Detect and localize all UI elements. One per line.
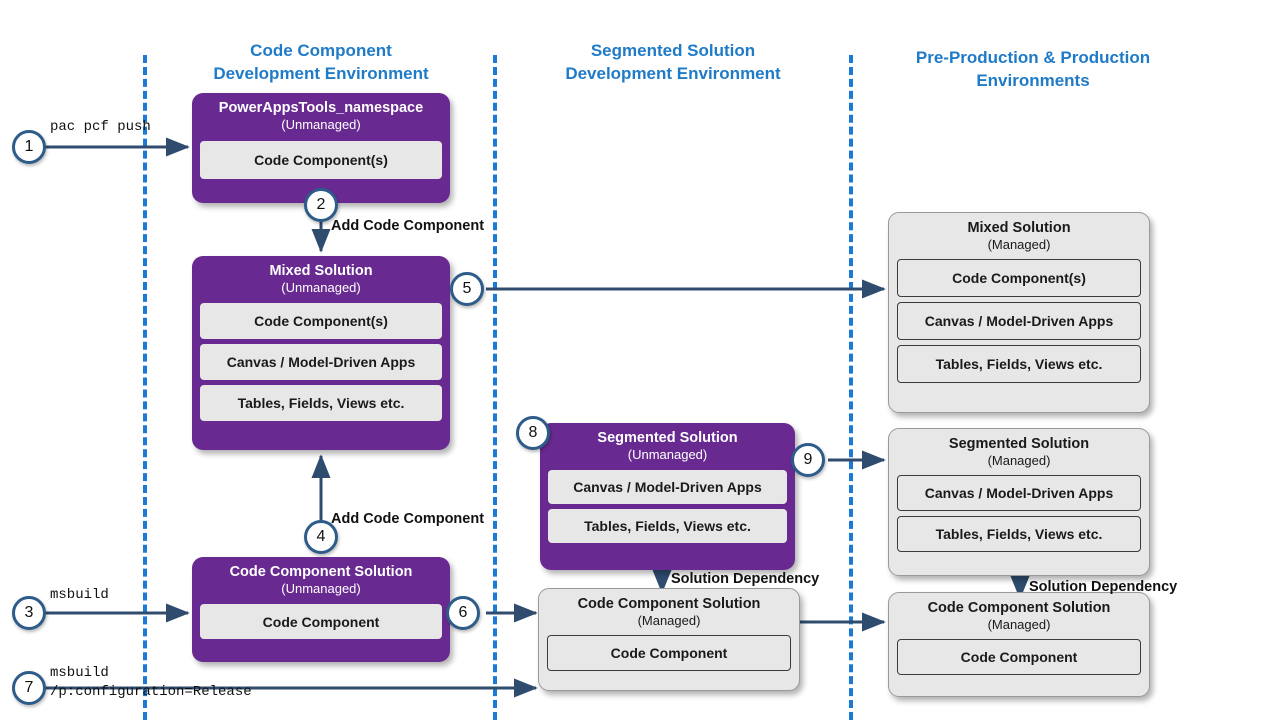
node-title: Segmented Solution [597, 430, 738, 446]
slot-canvas-model-driven-apps[interactable]: Canvas / Model-Driven Apps [548, 470, 787, 504]
node-subtitle: (Unmanaged) [281, 581, 361, 596]
lane-divider-1 [143, 55, 147, 720]
step-badge-5[interactable]: 5 [450, 272, 484, 306]
edge-label-solution-dependency-mid: Solution Dependency [671, 571, 820, 587]
node-mixed-solution-managed[interactable]: Mixed Solution (Managed) Code Component(… [888, 212, 1150, 413]
edge-label-add-code-component-bottom: Add Code Component [331, 511, 485, 527]
node-title: Mixed Solution [269, 263, 373, 279]
slot-code-component[interactable]: Code Component [897, 639, 1141, 675]
node-subtitle: (Managed) [987, 617, 1051, 632]
lane-title-preprod-prod: Pre-Production & Production Environments [872, 46, 1194, 92]
lane-title-line2: Environments [976, 71, 1090, 90]
slot-code-components[interactable]: Code Component(s) [200, 141, 442, 179]
node-title: Code Component Solution [577, 596, 761, 612]
node-subtitle: (Unmanaged) [281, 117, 361, 132]
edge-label-add-code-component-top: Add Code Component [331, 218, 485, 234]
edge-label-solution-dependency-right: Solution Dependency [1029, 579, 1178, 595]
lane-title-line1: Pre-Production & Production [915, 48, 1151, 67]
slot-tables-fields-views[interactable]: Tables, Fields, Views etc. [548, 509, 787, 543]
lane-divider-2 [493, 55, 497, 720]
step-badge-9[interactable]: 9 [791, 443, 825, 477]
command-msbuild-release-line1: msbuild [50, 665, 109, 681]
node-code-component-solution-managed-right[interactable]: Code Component Solution (Managed) Code C… [888, 592, 1150, 697]
slot-code-component[interactable]: Code Component [200, 604, 442, 639]
command-pac-pcf-push: pac pcf push [50, 119, 151, 135]
lane-title-line2: Development Environment [565, 64, 781, 83]
node-subtitle: (Managed) [637, 613, 701, 628]
node-segmented-solution-managed[interactable]: Segmented Solution (Managed) Canvas / Mo… [888, 428, 1150, 576]
node-title: Code Component Solution [229, 564, 413, 580]
node-segmented-solution-unmanaged[interactable]: Segmented Solution (Unmanaged) Canvas / … [540, 423, 795, 570]
step-badge-8[interactable]: 8 [516, 416, 550, 450]
slot-tables-fields-views[interactable]: Tables, Fields, Views etc. [200, 385, 442, 421]
step-badge-3[interactable]: 3 [12, 596, 46, 630]
slot-tables-fields-views[interactable]: Tables, Fields, Views etc. [897, 345, 1141, 383]
node-code-component-solution-unmanaged[interactable]: Code Component Solution (Unmanaged) Code… [192, 557, 450, 662]
lane-divider-3 [849, 55, 853, 720]
node-subtitle: (Unmanaged) [627, 447, 708, 462]
slot-code-component[interactable]: Code Component [547, 635, 791, 671]
step-badge-7[interactable]: 7 [12, 671, 46, 705]
lane-title-line1: Code Component [250, 41, 392, 60]
step-badge-2[interactable]: 2 [304, 188, 338, 222]
lane-title-segmented-solution-dev: Segmented Solution Development Environme… [512, 39, 834, 85]
slot-code-components[interactable]: Code Component(s) [897, 259, 1141, 297]
node-title: Code Component Solution [927, 600, 1111, 616]
step-badge-4[interactable]: 4 [304, 520, 338, 554]
slot-canvas-model-driven-apps[interactable]: Canvas / Model-Driven Apps [200, 344, 442, 380]
lane-title-line2: Development Environment [213, 64, 429, 83]
slot-tables-fields-views[interactable]: Tables, Fields, Views etc. [897, 516, 1141, 552]
slot-code-components[interactable]: Code Component(s) [200, 303, 442, 339]
node-subtitle: (Unmanaged) [281, 280, 361, 295]
node-code-component-solution-managed-mid[interactable]: Code Component Solution (Managed) Code C… [538, 588, 800, 691]
node-title: PowerAppsTools_namespace [218, 100, 424, 116]
slot-canvas-model-driven-apps[interactable]: Canvas / Model-Driven Apps [897, 475, 1141, 511]
lane-title-line1: Segmented Solution [590, 41, 756, 60]
lane-title-code-component-dev: Code Component Development Environment [160, 39, 482, 85]
node-subtitle: (Managed) [987, 237, 1051, 252]
node-subtitle: (Managed) [987, 453, 1051, 468]
node-mixed-solution-unmanaged[interactable]: Mixed Solution (Unmanaged) Code Componen… [192, 256, 450, 450]
node-title: Segmented Solution [948, 436, 1090, 452]
command-msbuild-release-line2: /p:configuration=Release [50, 684, 252, 700]
node-title: Mixed Solution [967, 220, 1071, 236]
node-powerappstools-namespace[interactable]: PowerAppsTools_namespace (Unmanaged) Cod… [192, 93, 450, 203]
command-msbuild: msbuild [50, 587, 109, 603]
slot-canvas-model-driven-apps[interactable]: Canvas / Model-Driven Apps [897, 302, 1141, 340]
step-badge-6[interactable]: 6 [446, 596, 480, 630]
step-badge-1[interactable]: 1 [12, 130, 46, 164]
